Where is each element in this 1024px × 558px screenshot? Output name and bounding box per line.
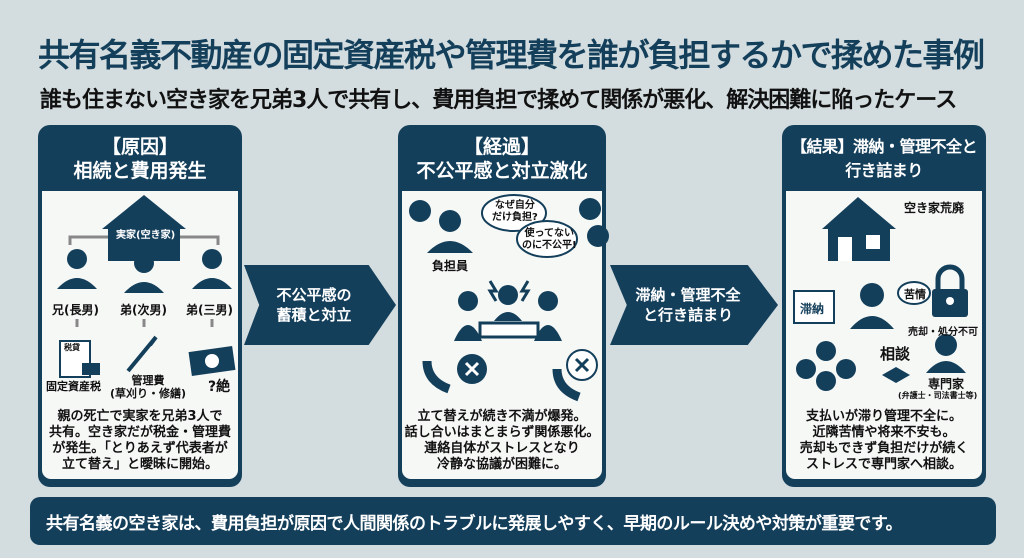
desc-line: が発生。「とりあえず代表者が	[52, 441, 228, 456]
desc-line: 立て替えが続き不満が爆発。	[417, 409, 587, 424]
page-subtitle: 誰も住まない空き家を兄弟3人で共有し、費用負担で揉めて関係が悪化、解決困難に陥っ…	[40, 88, 957, 113]
panel-cause-title: 相続と費用発生	[73, 160, 207, 182]
footer-summary: 共有名義の空き家は、費用負担が原因で人間関係のトラブルに発展しやすく、早期のルー…	[30, 497, 996, 545]
conflict-illustration	[409, 194, 609, 402]
cost-icons	[59, 319, 236, 378]
desc-line: 立て替え」と曖昧に開始。	[61, 457, 218, 472]
speech-bubble-why-me: なぜ自分 だけ負担?	[492, 200, 538, 223]
desc-line: 共有。空き家だが税金・管理費	[48, 425, 231, 440]
result-illustration	[793, 197, 968, 391]
speech-bubble-unfair: 使ってない のに不公平!	[522, 228, 577, 251]
panel-progress-title: 不公平感と対立激化	[416, 160, 588, 182]
person-label-second: 弟(次男)	[120, 303, 167, 317]
lock-label: 売却・処分不可	[908, 327, 978, 338]
consult-label: 相談	[880, 345, 911, 363]
panel-cause: 【原因】相続と費用発生 実家(空き家) 兄(長男) 弟(次男) 弟(三男) 税貸…	[38, 125, 242, 487]
complaint-bubble: 苦情	[904, 288, 926, 301]
person-label-third: 弟(三男)	[186, 303, 233, 317]
panel-result: 【結果】滞納・管理不全と行き詰まり 空き家荒廃 滞納 苦情 売却・処分不可 相談…	[782, 125, 986, 487]
desc-line: 冷静な協議が困難に。	[436, 457, 567, 472]
house-icon	[68, 195, 220, 261]
expert-label: 専門家	[928, 377, 965, 391]
payer-label: 負担員	[432, 259, 469, 273]
cost-label-management: 管理費 (草刈り・修繕)	[110, 374, 187, 400]
desc-line: 連絡自体がストレスとなり	[424, 441, 580, 456]
cost-label-tax: 固定資産税	[46, 380, 101, 393]
arrow-1: 不公平感の 蓄積と対立	[244, 265, 396, 345]
desc-line: 支払いが滞り管理不全に。	[805, 409, 962, 424]
person-label-eldest: 兄(長男)	[52, 303, 99, 317]
arrow-2: 滞納・管理不全 と行き詰まり	[610, 265, 778, 345]
panel-progress-description: 立て替えが続き不満が爆発。話し合いはまとまらず関係悪化。連絡自体がストレスとなり…	[402, 409, 602, 473]
panel-cause-description: 親の死亡で実家を兄弟3人で共有。空き家だが税金・管理費が発生。「とりあえず代表者…	[42, 409, 238, 473]
cost-label-refuse: ?絶	[208, 379, 231, 395]
house-label: 実家(空き家)	[116, 230, 176, 241]
panel-result-title: 行き詰まり	[845, 161, 923, 180]
desc-line: ストレスで専門家へ相談。	[805, 457, 962, 472]
expert-sub-label: (弁護士・司法書士等)	[898, 391, 978, 400]
delinquency-stamp: 滞納	[800, 302, 825, 316]
panel-cause-tag: 【原因】	[101, 136, 178, 158]
abandoned-house-label: 空き家荒廃	[904, 201, 965, 215]
desc-line: 近隣苦情や将来不安も。	[812, 425, 956, 440]
page-title: 共有名義不動産の固定資産税や管理費を誰が負担するかで揉めた事例	[38, 36, 985, 74]
tax-doc-label: 税貸	[64, 343, 80, 352]
panel-progress: 【経過】不公平感と対立激化 負担員 なぜ自分 だけ負担? 使ってない のに不公平…	[398, 125, 609, 487]
desc-line: 親の死亡で実家を兄弟3人で	[57, 409, 223, 424]
person-icons	[57, 249, 232, 293]
panel-result-tag: 【結果】滞納・管理不全と	[790, 137, 978, 156]
panel-result-description: 支払いが滞り管理不全に。近隣苦情や将来不安も。売却もできず負担だけが続くストレス…	[786, 409, 982, 473]
desc-line: 話し合いはまとまらず関係悪化。	[404, 425, 600, 440]
panel-progress-tag: 【経過】	[463, 136, 540, 158]
desc-line: 売却もできず負担だけが続く	[799, 441, 969, 456]
